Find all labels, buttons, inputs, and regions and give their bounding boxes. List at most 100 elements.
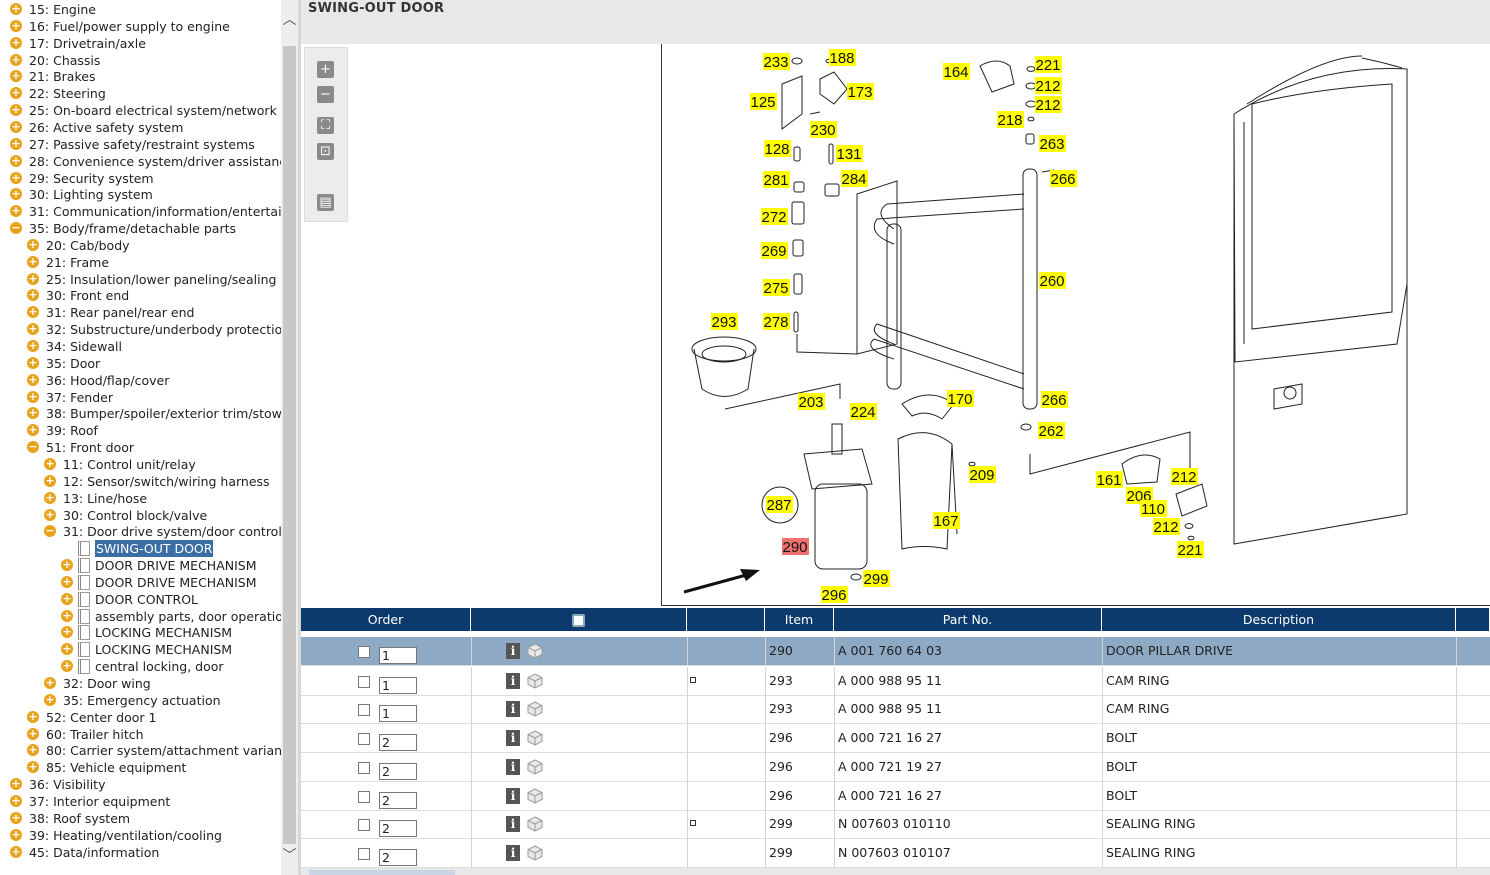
order-checkbox[interactable] xyxy=(358,762,370,774)
tree-item[interactable]: +DOOR CONTROL xyxy=(0,591,281,608)
3d-view-icon[interactable] xyxy=(527,643,543,659)
callout-218[interactable]: 218 xyxy=(997,111,1024,129)
expand-icon[interactable]: + xyxy=(44,473,56,487)
callout-230[interactable]: 230 xyxy=(810,121,837,139)
tree-item[interactable]: +30: Control block/valve xyxy=(0,507,281,524)
tree-item[interactable]: +31: Rear panel/rear end xyxy=(0,304,281,321)
fit-to-window-button[interactable]: ⛶ xyxy=(317,117,334,134)
callout-290[interactable]: 290 xyxy=(782,538,809,556)
expand-icon[interactable]: + xyxy=(10,777,22,791)
3d-view-icon[interactable] xyxy=(527,730,543,746)
expand-icon[interactable]: + xyxy=(10,810,22,824)
quantity-input[interactable]: 2 xyxy=(379,820,417,837)
quantity-input[interactable]: 2 xyxy=(379,849,417,866)
order-checkbox[interactable] xyxy=(358,819,370,831)
tree-scrollbar[interactable]: ︿ ﹀ xyxy=(281,0,298,875)
expand-icon[interactable]: + xyxy=(10,153,22,167)
tree-item[interactable]: +36: Hood/flap/cover xyxy=(0,372,281,389)
tree-item[interactable]: +20: Chassis xyxy=(0,52,281,69)
tree-item[interactable]: +13: Line/hose xyxy=(0,490,281,507)
tree-item[interactable]: +60: Trailer hitch xyxy=(0,726,281,743)
expand-icon[interactable]: + xyxy=(10,119,22,133)
tree-item[interactable]: +22: Steering xyxy=(0,85,281,102)
callout-299[interactable]: 299 xyxy=(863,570,890,588)
callout-209[interactable]: 209 xyxy=(969,466,996,484)
expand-icon[interactable]: + xyxy=(10,136,22,150)
callout-266[interactable]: 266 xyxy=(1050,170,1077,188)
callout-161[interactable]: 161 xyxy=(1096,471,1123,489)
tree-item[interactable]: +LOCKING MECHANISM xyxy=(0,624,281,641)
quantity-input[interactable]: 1 xyxy=(379,647,417,664)
tree-item[interactable]: +25: On-board electrical system/network xyxy=(0,102,281,119)
expand-icon[interactable]: + xyxy=(10,2,22,15)
callout-212[interactable]: 212 xyxy=(1171,468,1198,486)
callout-188[interactable]: 188 xyxy=(829,49,856,67)
hscroll-thumb[interactable] xyxy=(309,870,455,875)
tree-item[interactable]: +36: Visibility xyxy=(0,776,281,793)
quantity-input[interactable]: 2 xyxy=(379,792,417,809)
tree-item[interactable]: +26: Active safety system xyxy=(0,119,281,136)
expand-icon[interactable]: + xyxy=(27,423,39,437)
tree-item[interactable]: −35: Body/frame/detachable parts xyxy=(0,220,281,237)
expand-icon[interactable]: + xyxy=(44,692,56,706)
callout-173[interactable]: 173 xyxy=(847,83,874,101)
zoom-out-button[interactable]: − xyxy=(317,86,334,103)
scroll-down-icon[interactable]: ﹀ xyxy=(282,848,297,864)
3d-view-icon[interactable] xyxy=(527,701,543,717)
callout-233[interactable]: 233 xyxy=(763,53,790,71)
column-header[interactable] xyxy=(471,608,687,631)
tree-item[interactable]: +28: Convenience system/driver assistanc… xyxy=(0,153,281,170)
expand-icon[interactable]: + xyxy=(27,743,39,757)
callout-221[interactable]: 221 xyxy=(1035,56,1062,74)
tree-item[interactable]: +35: Door xyxy=(0,355,281,372)
expand-icon[interactable]: + xyxy=(27,355,39,369)
collapse-icon[interactable]: − xyxy=(44,524,56,538)
expand-icon[interactable]: + xyxy=(10,52,22,66)
tree-item[interactable]: −31: Door drive system/door control xyxy=(0,523,281,540)
splitter[interactable] xyxy=(298,0,301,875)
callout-263[interactable]: 263 xyxy=(1039,135,1066,153)
callout-128[interactable]: 128 xyxy=(764,140,791,158)
search-icon[interactable] xyxy=(572,614,585,627)
tree-item[interactable]: +39: Heating/ventilation/cooling xyxy=(0,827,281,844)
tree-item[interactable]: +30: Lighting system xyxy=(0,186,281,203)
table-hscrollbar[interactable] xyxy=(301,868,1490,875)
tree-item[interactable]: +32: Substructure/underbody protection xyxy=(0,321,281,338)
callout-203[interactable]: 203 xyxy=(798,393,825,411)
tree-item[interactable]: SWING-OUT DOOR xyxy=(0,540,281,558)
expand-icon[interactable]: + xyxy=(61,642,73,656)
order-checkbox[interactable] xyxy=(358,791,370,803)
tree-item[interactable]: +30: Front end xyxy=(0,287,281,304)
tree-item[interactable]: +DOOR DRIVE MECHANISM xyxy=(0,574,281,591)
column-header[interactable] xyxy=(1456,608,1490,631)
tree-item[interactable]: +LOCKING MECHANISM xyxy=(0,641,281,658)
column-header[interactable]: Description xyxy=(1102,608,1456,631)
callout-164[interactable]: 164 xyxy=(943,63,970,81)
tree-item[interactable]: +34: Sidewall xyxy=(0,338,281,355)
tree-item[interactable]: +35: Emergency actuation xyxy=(0,692,281,709)
scroll-up-icon[interactable]: ︿ xyxy=(282,12,297,28)
tree-item[interactable]: +85: Vehicle equipment xyxy=(0,759,281,776)
tree-item[interactable]: +21: Brakes xyxy=(0,68,281,85)
expand-icon[interactable]: + xyxy=(27,271,39,285)
tree-item[interactable]: +central locking, door xyxy=(0,658,281,675)
expand-icon[interactable]: + xyxy=(27,237,39,251)
info-icon[interactable]: i xyxy=(506,673,520,689)
expand-icon[interactable]: + xyxy=(61,558,73,572)
order-checkbox[interactable] xyxy=(358,733,370,745)
callout-266[interactable]: 266 xyxy=(1041,391,1068,409)
expand-icon[interactable]: + xyxy=(44,456,56,470)
tree-item[interactable]: +37: Interior equipment xyxy=(0,793,281,810)
expand-icon[interactable]: + xyxy=(61,625,73,639)
expand-icon[interactable]: + xyxy=(27,305,39,319)
callout-131[interactable]: 131 xyxy=(836,145,863,163)
info-icon[interactable]: i xyxy=(506,643,520,659)
info-icon[interactable]: i xyxy=(506,730,520,746)
3d-view-icon[interactable] xyxy=(527,759,543,775)
note-marker-icon[interactable] xyxy=(690,820,696,826)
callout-125[interactable]: 125 xyxy=(750,93,777,111)
column-header[interactable]: Order xyxy=(301,608,471,631)
